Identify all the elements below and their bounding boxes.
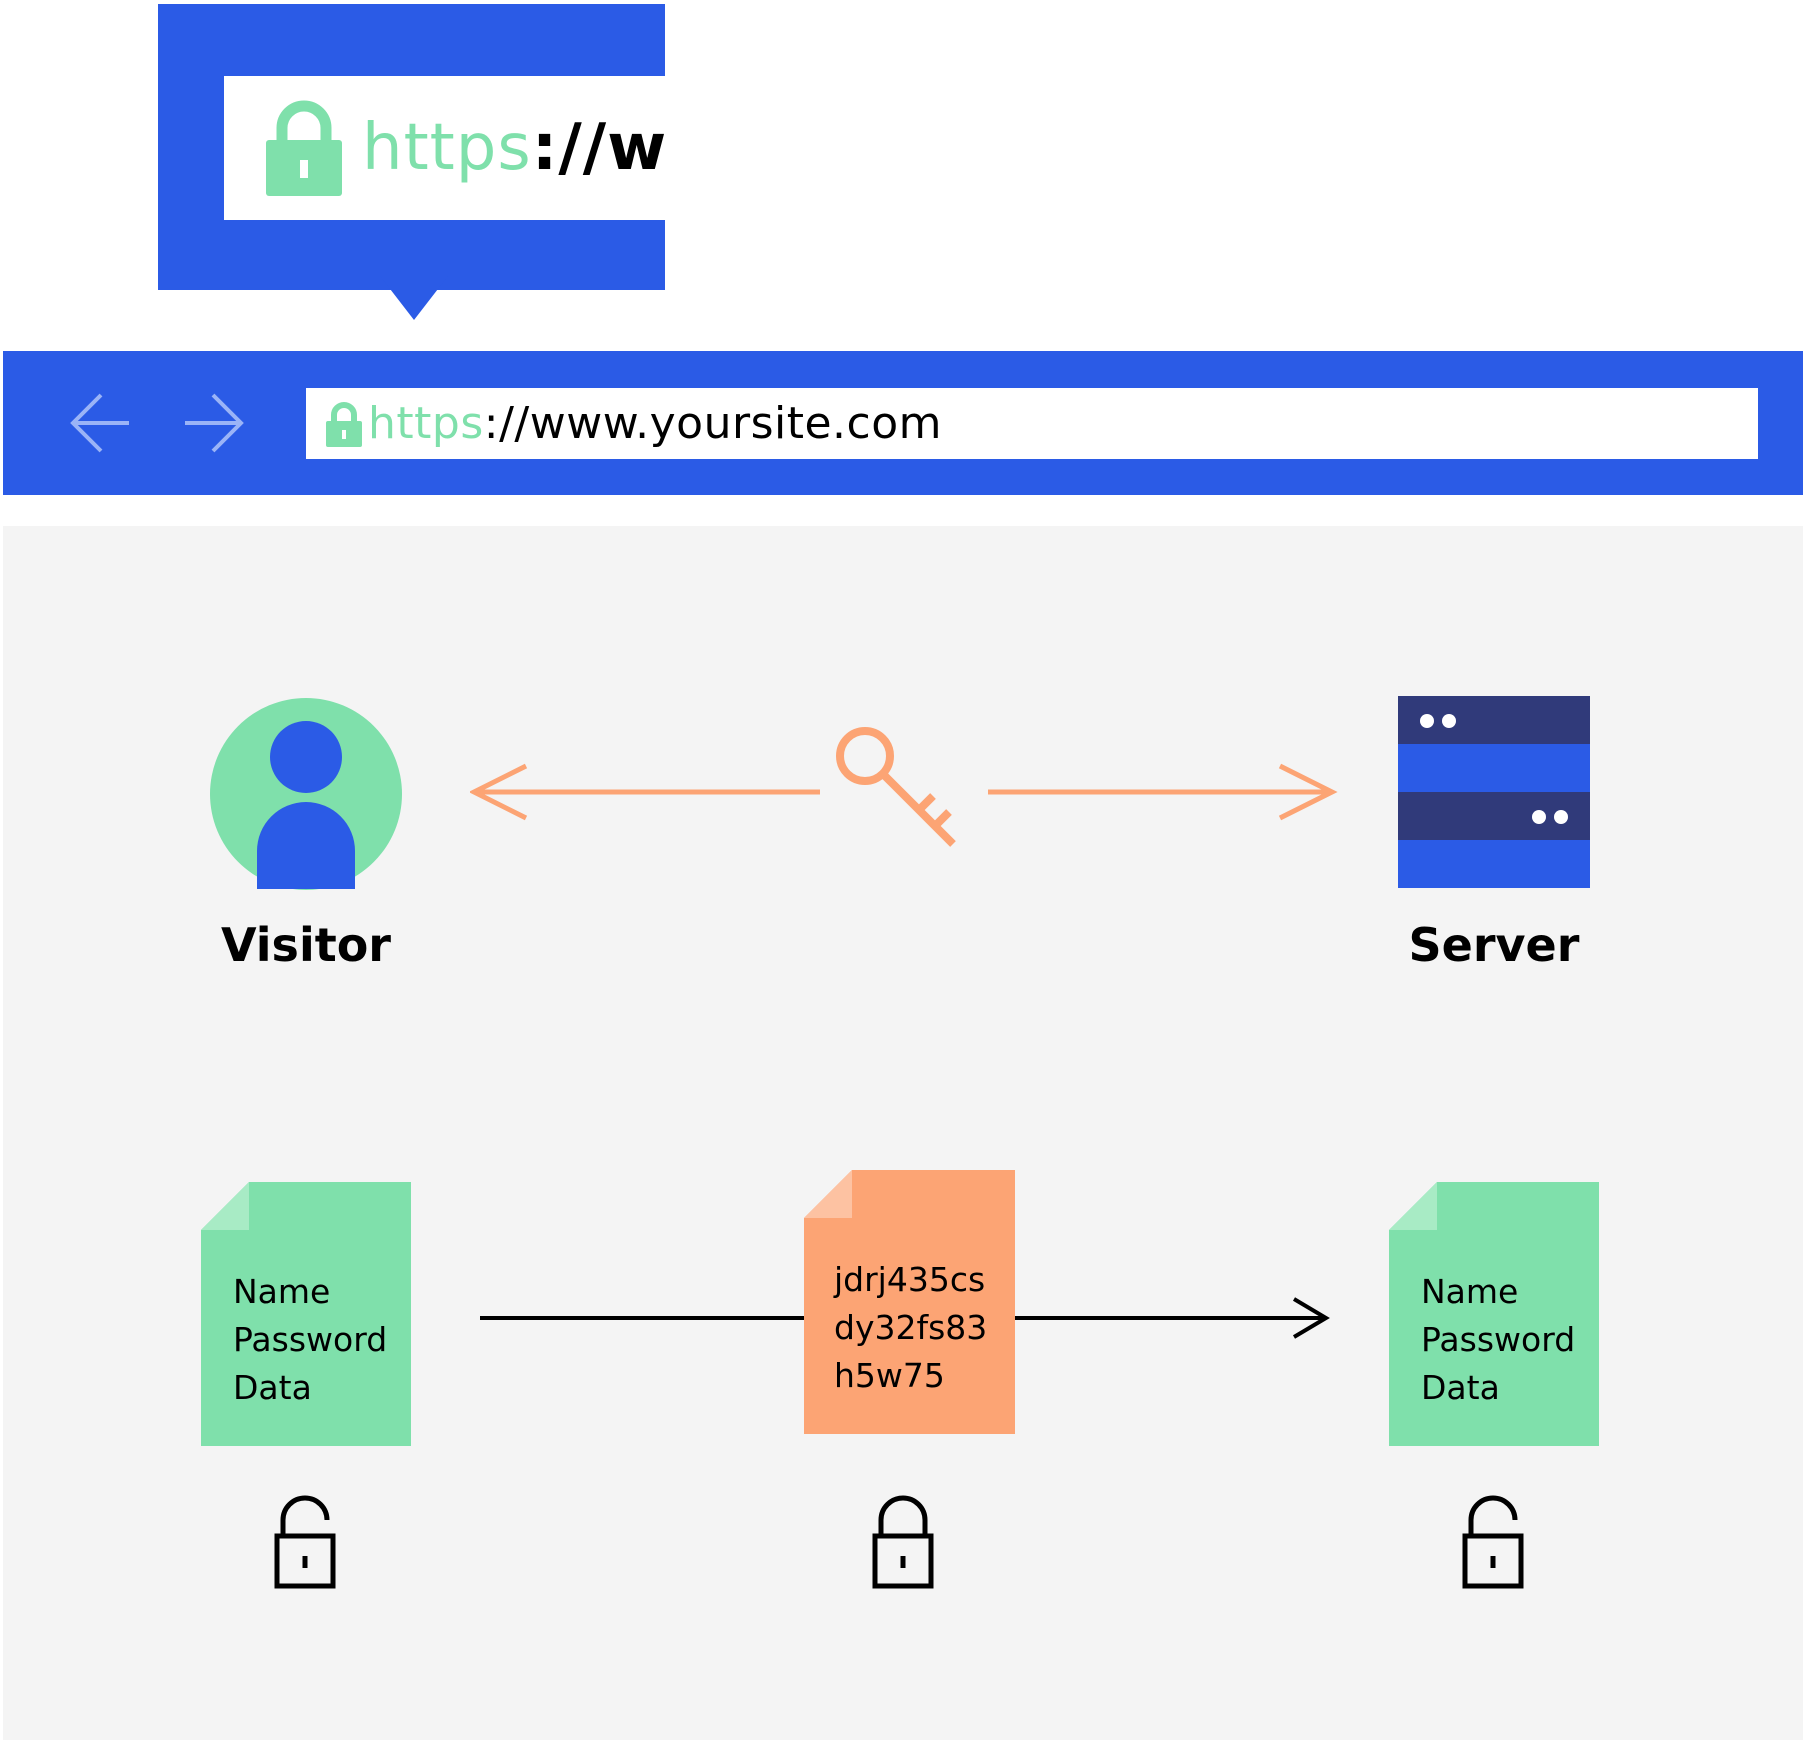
locked-padlock-icon [872, 1495, 934, 1589]
document-icon [1389, 1182, 1599, 1446]
document-line: Name [233, 1272, 331, 1311]
arrow-left-icon[interactable] [69, 389, 135, 457]
key-icon [836, 727, 956, 847]
document-icon [804, 1170, 1015, 1434]
arrow-right-icon[interactable] [179, 389, 245, 457]
document-line: Name [1421, 1272, 1519, 1311]
data-flow-arrow [480, 1297, 1330, 1339]
server-icon [1398, 696, 1590, 888]
document-line: dy32fs83 [834, 1308, 988, 1347]
document-icon [201, 1182, 411, 1446]
callout-address-field: https://www.yoursite.com [224, 76, 665, 220]
url-host: ://www.yoursite.com [531, 111, 665, 185]
url-scheme: https [368, 398, 484, 449]
document-line: Password [1421, 1320, 1576, 1359]
plaintext-document-server: Name Password Data [1389, 1182, 1599, 1446]
plaintext-document-visitor: Name Password Data [201, 1182, 411, 1446]
document-text: Name Password Data [233, 1268, 387, 1412]
document-line: Data [1421, 1368, 1500, 1407]
document-line: Password [233, 1320, 388, 1359]
lock-icon [326, 401, 362, 447]
document-line: h5w75 [834, 1356, 945, 1395]
document-text: jdrj435cs dy32fs83 h5w75 [834, 1256, 987, 1400]
document-text: Name Password Data [1421, 1268, 1575, 1412]
encrypted-document: jdrj435cs dy32fs83 h5w75 [804, 1170, 1015, 1434]
url-scheme: https [362, 111, 532, 185]
address-bar[interactable]: https://www.yoursite.com [306, 388, 1758, 459]
document-line: jdrj435cs [834, 1260, 986, 1299]
user-avatar-icon [210, 698, 402, 890]
unlocked-padlock-icon [1462, 1495, 1524, 1589]
unlocked-padlock-icon [274, 1495, 336, 1589]
url-host: ://www.yoursite.com [483, 398, 942, 449]
visitor-label: Visitor [221, 918, 391, 972]
lock-icon [266, 100, 342, 196]
url-text: https://www.yoursite.com [368, 398, 942, 449]
server-label: Server [1408, 918, 1580, 972]
callout-pointer [380, 276, 448, 320]
callout-url: https://www.yoursite.com [362, 111, 665, 185]
key-exchange-arrows [470, 763, 1338, 821]
document-line: Data [233, 1368, 312, 1407]
